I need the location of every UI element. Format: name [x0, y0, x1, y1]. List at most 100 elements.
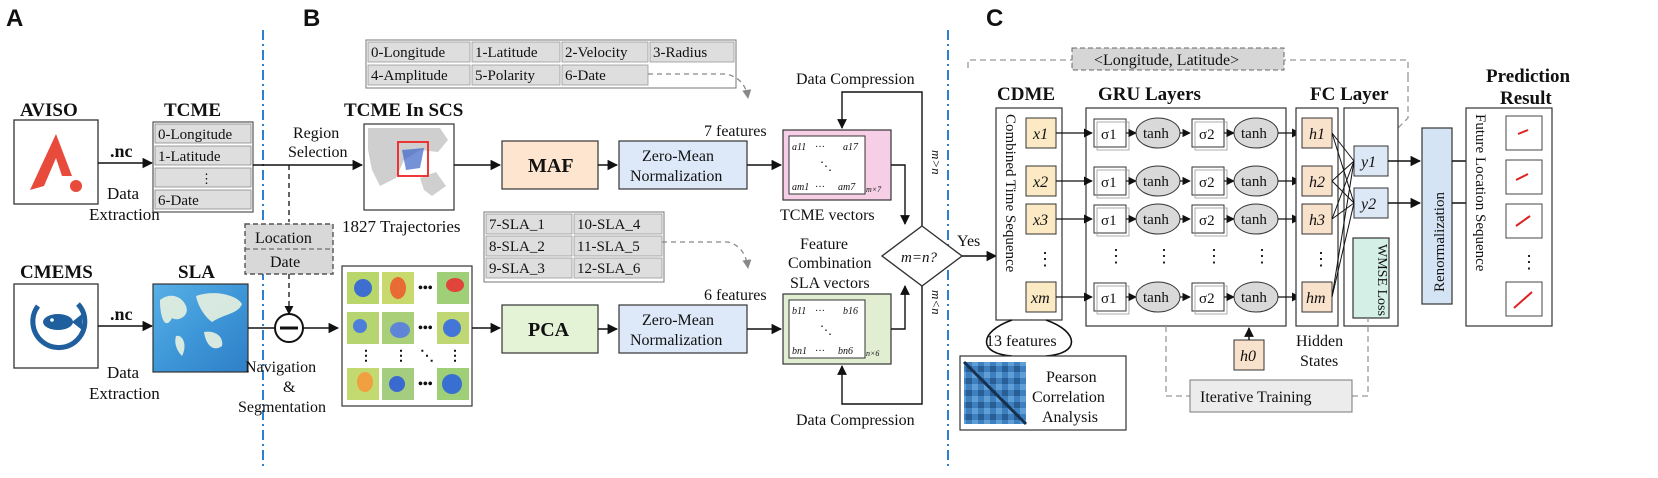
gru-dots: ⋮: [1205, 246, 1223, 266]
trajectories-caption: 1827 Trajectories: [342, 217, 461, 236]
svg-text:⋱: ⋱: [820, 159, 832, 173]
svg-text:···: ···: [815, 346, 825, 357]
hidden-states-1: Hidden: [1296, 333, 1343, 350]
xm-label: xm: [1030, 290, 1050, 307]
input-x1: x1: [1025, 117, 1057, 149]
lonlat-label: <Longitude, Latitude>: [1094, 52, 1239, 69]
tanh-label: tanh: [1241, 212, 1267, 228]
cmems-nc-label: .nc: [110, 304, 133, 324]
pearson-correlation-box: Pearson Correlation Analysis: [959, 355, 1127, 431]
aviso-logo-box: [13, 119, 99, 205]
cmems-logo-icon: [30, 302, 88, 351]
feature-combination-1: Feature: [800, 236, 848, 253]
sigma1-label: σ1: [1101, 175, 1117, 191]
svg-text:⋮: ⋮: [394, 349, 408, 364]
sla-title: SLA: [178, 262, 215, 283]
gru-dots: ⋮: [1253, 246, 1271, 266]
tanh-label: tanh: [1143, 290, 1169, 306]
feature-9: 9-SLA_3: [489, 261, 545, 277]
zero-mean-bottom-2: Normalization: [630, 332, 722, 349]
sigma2-cell: [1191, 166, 1225, 196]
sigma2-label: σ2: [1199, 213, 1215, 229]
lonlat-dashed-down: [1397, 76, 1409, 129]
location-date-box: Location Date: [244, 223, 334, 275]
cdme-title: CDME: [997, 84, 1055, 105]
lonlat-box: <Longitude, Latitude>: [1071, 47, 1285, 71]
compression-loop-bottom: [837, 284, 923, 405]
wmse-loss-box: WMSE Loss: [1352, 237, 1390, 319]
tanh-label: tanh: [1241, 174, 1267, 190]
data-compression-bottom: Data Compression: [796, 412, 915, 429]
tcme-row-dots: ⋮: [200, 171, 213, 186]
h3-label: h3: [1309, 212, 1325, 229]
sla-b16: b16: [843, 306, 858, 317]
subtract-operator-icon: [274, 313, 304, 343]
tcme-row-1: 1-Latitude: [158, 149, 221, 165]
cmems-data-extraction-2: Extraction: [89, 384, 160, 403]
x2-label: x2: [1032, 174, 1048, 191]
feature-11: 11-SLA_5: [577, 239, 640, 255]
pca-label: PCA: [528, 319, 570, 341]
y2-label: y2: [1359, 196, 1376, 213]
fc-connections: [1331, 132, 1355, 298]
cmems-title: CMEMS: [20, 262, 93, 283]
pearson-3: Analysis: [1042, 409, 1098, 426]
maf-label: MAF: [528, 155, 574, 177]
combined-time-sequence-label: Combined Time Sequence: [1002, 114, 1018, 273]
renormalization-box: Renormalization: [1421, 127, 1453, 305]
sla-b11: b11: [792, 306, 806, 317]
training-dashed-left: [1165, 326, 1190, 397]
aviso-logo-icon: [30, 134, 82, 192]
feature-1: 1-Latitude: [475, 45, 538, 61]
svg-text:•••: •••: [418, 281, 433, 296]
fc-title: FC Layer: [1310, 84, 1389, 105]
output-y2: y2: [1353, 187, 1389, 219]
zero-mean-norm-bottom: Zero-Mean Normalization: [618, 304, 748, 354]
pearson-1: Pearson: [1046, 369, 1097, 386]
date-label: Date: [270, 254, 300, 271]
input-x2: x2: [1025, 165, 1057, 197]
svg-text:⋱: ⋱: [420, 349, 434, 364]
tanh-label: tanh: [1241, 126, 1267, 142]
sla-bn6: bn6: [838, 346, 853, 357]
feature-2: 2-Velocity: [565, 45, 628, 61]
features-top-dashed-arrow: [648, 73, 752, 99]
sla-vectors-matrix: b11 ··· b16 ⋱ bn1 ··· bn6 n×6: [782, 293, 892, 365]
tcme-vec-to-decision: [891, 164, 910, 225]
feature-12: 12-SLA_6: [577, 261, 641, 277]
hidden-h3: h3: [1301, 203, 1333, 235]
feature-5: 5-Polarity: [475, 68, 535, 84]
wmse-label: WMSE Loss: [1374, 244, 1389, 316]
training-dashed-right: [1352, 318, 1369, 397]
aviso-data-extraction-1: Data: [107, 184, 140, 203]
region-selection-1: Region: [293, 125, 339, 142]
tcme-a17: a17: [843, 142, 859, 153]
panel-label-c: C: [986, 5, 1003, 32]
feature-0: 0-Longitude: [371, 45, 445, 61]
tcme-table-title: TCME: [164, 100, 221, 121]
panel-label-a: A: [6, 5, 23, 32]
sigma1-label: σ1: [1101, 213, 1117, 229]
sigma2-cell: [1191, 118, 1225, 148]
location-label: Location: [255, 230, 312, 247]
decision-label: m=n?: [901, 250, 937, 266]
h1-label: h1: [1309, 126, 1325, 143]
result-dots: ⋮: [1520, 252, 1538, 272]
y1-label: y1: [1359, 154, 1376, 171]
pearson-2: Correlation: [1032, 389, 1105, 406]
feature-6: 6-Date: [565, 68, 606, 84]
input-xm: xm: [1025, 281, 1057, 313]
feature-combination-2: Combination: [788, 255, 872, 272]
maf-box: MAF: [501, 140, 599, 190]
svg-text:⋱: ⋱: [820, 323, 832, 337]
hidden-hm: hm: [1301, 281, 1333, 313]
tcme-in-scs-map: [363, 123, 455, 211]
m-gt-n-label: m>n: [929, 150, 944, 175]
sla-bn1: bn1: [792, 346, 807, 357]
prediction-title-1: Prediction: [1486, 66, 1571, 87]
tcme-row-0: 0-Longitude: [158, 127, 232, 143]
